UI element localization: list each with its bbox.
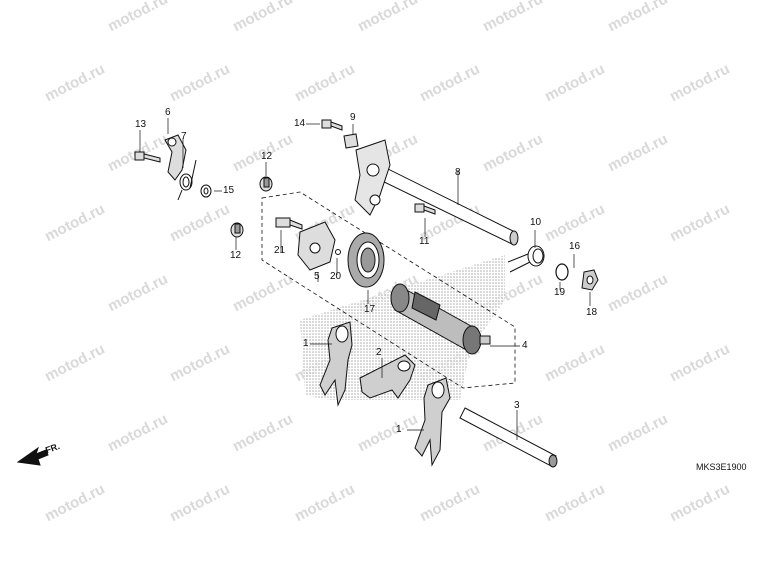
callout-4: 4 [522, 340, 528, 351]
callout-21: 21 [274, 245, 286, 256]
callout-1-left: 1 [303, 338, 309, 349]
bearing [347, 232, 385, 288]
shift-fork-middle [359, 354, 416, 399]
pin-20 [335, 249, 341, 255]
bolt-12-top [259, 176, 273, 192]
plate-9 [343, 133, 359, 149]
callout-1-bottom: 1 [396, 424, 402, 435]
callout-16: 16 [569, 241, 581, 252]
shift-fork-left [319, 321, 353, 407]
ring-19 [555, 263, 569, 281]
diagram-code: MKS3E1900 [696, 462, 747, 472]
callout-7: 7 [181, 131, 187, 142]
callout-5: 5 [314, 271, 320, 282]
leader-lines [139, 118, 591, 440]
callout-10: 10 [530, 217, 542, 228]
callout-14: 14 [294, 118, 306, 129]
shift-fork-right [414, 377, 451, 467]
callout-2: 2 [376, 347, 382, 358]
callout-13: 13 [135, 119, 147, 130]
bolt-11 [414, 203, 436, 215]
callout-6: 6 [165, 107, 171, 118]
stopper-arm [164, 134, 187, 181]
callout-11: 11 [419, 236, 430, 247]
shift-shaft [354, 139, 519, 246]
callout-9: 9 [350, 112, 356, 123]
callout-8: 8 [455, 167, 461, 178]
callout-19: 19 [554, 287, 566, 298]
callout-17: 17 [364, 304, 376, 315]
stopper-spring [177, 159, 197, 201]
bolt-12-left [230, 222, 244, 238]
callout-12-top: 12 [261, 151, 273, 162]
washer-15 [200, 184, 212, 198]
bolt-21 [275, 217, 303, 230]
callout-15: 15 [223, 185, 235, 196]
drum-group-dashed-box [261, 191, 516, 389]
front-arrow-icon [16, 446, 49, 466]
callout-3: 3 [514, 400, 520, 411]
bolt-14 [321, 119, 343, 131]
callout-18: 18 [586, 307, 598, 318]
return-spring [507, 245, 545, 273]
bolt-13 [134, 151, 161, 163]
shift-drum [390, 283, 491, 355]
drum-center [297, 221, 336, 271]
nut-18 [581, 269, 599, 291]
shaded-area [300, 255, 505, 400]
callout-12-left: 12 [230, 250, 242, 261]
callout-20: 20 [330, 271, 342, 282]
fork-shaft [459, 407, 558, 468]
